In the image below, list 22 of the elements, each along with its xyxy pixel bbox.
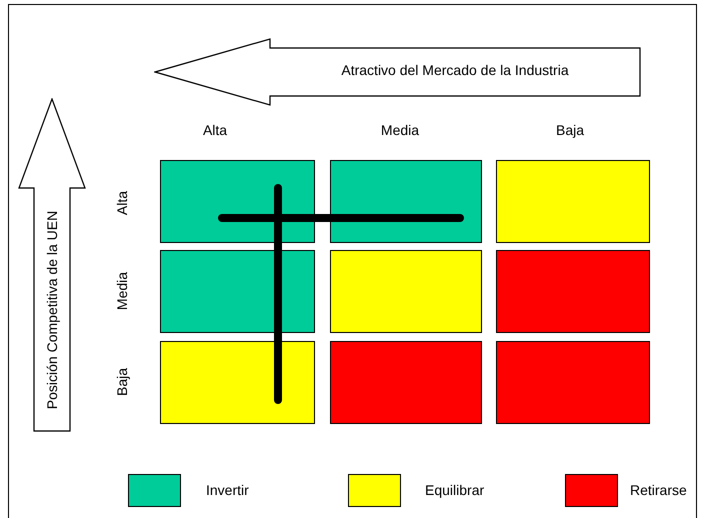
matrix-cell <box>160 250 315 333</box>
matrix-cell <box>496 160 650 243</box>
left-arrow-shape <box>154 38 642 106</box>
axis-title: Atractivo del Mercado de la Industria <box>340 62 570 78</box>
matrix-cell <box>330 160 482 243</box>
legend-label: Retirarse <box>630 482 687 498</box>
matrix-cell <box>330 250 482 333</box>
row-header: Alta <box>114 190 130 216</box>
legend-label: Equilibrar <box>425 482 484 498</box>
column-header: Alta <box>202 122 228 138</box>
row-header: Media <box>114 272 130 310</box>
column-header: Media <box>380 122 420 138</box>
row-header: Baja <box>114 368 130 396</box>
matrix-cell <box>160 341 315 424</box>
matrix-cell <box>330 341 482 424</box>
up-arrow-shape <box>18 98 86 432</box>
axis-title: Posición Competitiva de la UEN <box>44 210 60 410</box>
matrix-cell <box>496 341 650 424</box>
matrix-cell <box>496 250 650 333</box>
column-header: Baja <box>556 122 584 138</box>
legend-label: Invertir <box>206 482 249 498</box>
matrix-cell <box>160 160 315 243</box>
